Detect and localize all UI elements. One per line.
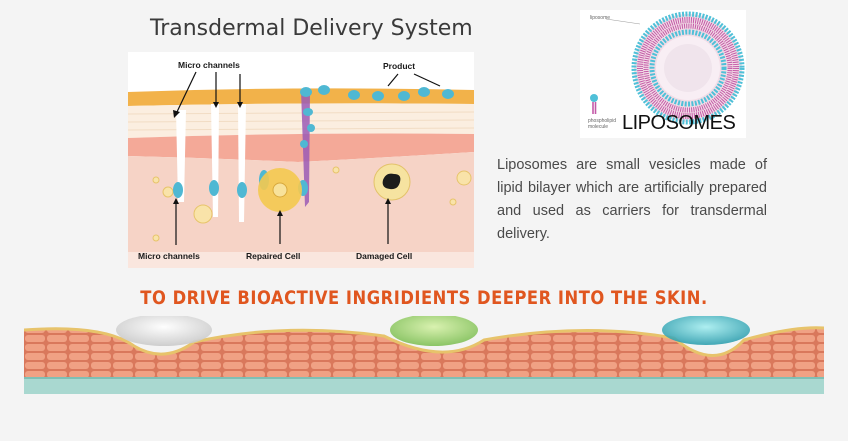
label-repaired-cell: Repaired Cell (246, 251, 300, 261)
skin-cross-section-diagram: Micro channels Product Micro channels Re… (128, 52, 474, 268)
white-liposome-blob (116, 316, 212, 346)
banner-headline: TO DRIVE BIOACTIVE INGRIDIENTS DEEPER IN… (140, 287, 708, 309)
label-damaged-cell: Damaged Cell (356, 251, 412, 261)
liposome-small-label: liposome (590, 15, 610, 21)
blue-liposome-blob (662, 316, 750, 345)
label-micro-channels-bottom: Micro channels (138, 251, 200, 261)
liposome-description: Liposomes are small vesicles made of lip… (497, 157, 767, 242)
diagram-title: Transdermal Delivery System (150, 16, 473, 41)
liposomes-title: LIPOSOMES (622, 112, 736, 134)
label-product: Product (383, 61, 415, 71)
phospholipid-label: phospholipid (588, 118, 616, 124)
molecule-label: molecule (588, 124, 608, 130)
liposome-illustration: liposome phospholipid molecule (580, 10, 746, 138)
skin-penetration-illustration (24, 316, 824, 394)
label-micro-channels-top: Micro channels (178, 60, 240, 70)
green-liposome-blob (390, 316, 478, 346)
